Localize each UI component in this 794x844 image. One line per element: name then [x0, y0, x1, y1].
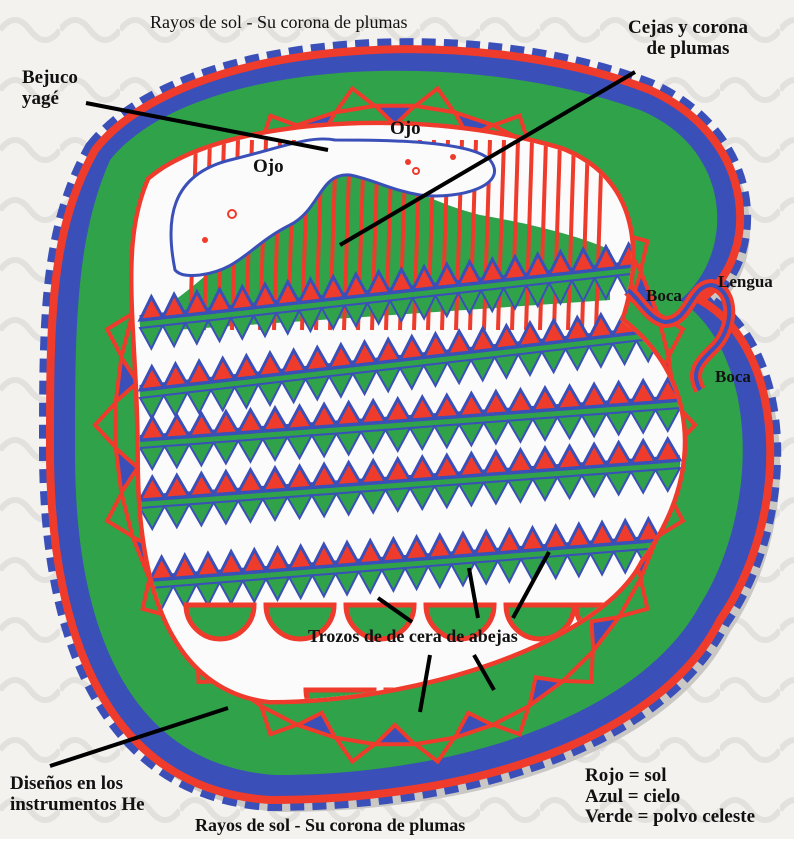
label-bejuco-line2: yagé — [22, 89, 78, 110]
label-disenos-line2: instrumentos He — [10, 795, 145, 816]
eye-dot — [405, 159, 411, 165]
bottom-caption: Rayos de sol - Su corona de plumas — [195, 816, 465, 835]
legend-verde: Verde = polvo celeste — [585, 807, 755, 828]
top-caption: Rayos de sol - Su corona de plumas — [150, 13, 407, 32]
label-bejuco: Bejuco yagé — [22, 68, 78, 109]
label-boca-right: Boca — [715, 368, 751, 386]
label-cejas-line2: de plumas — [628, 39, 748, 60]
label-cejas-line1: Cejas y corona — [628, 18, 748, 39]
legend-rojo: Rojo = sol — [585, 766, 755, 787]
color-legend: Rojo = sol Azul = cielo Verde = polvo ce… — [585, 766, 755, 828]
label-lengua: Lengua — [718, 273, 773, 291]
eye-dot — [450, 154, 456, 160]
eye-dot — [202, 237, 208, 243]
label-trozos: Trozos de de cera de abejas — [308, 627, 518, 646]
label-boca-top: Boca — [646, 287, 682, 305]
legend-azul: Azul = cielo — [585, 787, 755, 808]
label-ojo-right: Ojo — [390, 119, 421, 140]
label-ojo-left: Ojo — [253, 157, 284, 178]
label-disenos-line1: Diseños en los — [10, 774, 145, 795]
label-disenos: Diseños en los instrumentos He — [10, 774, 145, 815]
label-bejuco-line1: Bejuco — [22, 68, 78, 89]
label-cejas: Cejas y corona de plumas — [628, 18, 748, 59]
